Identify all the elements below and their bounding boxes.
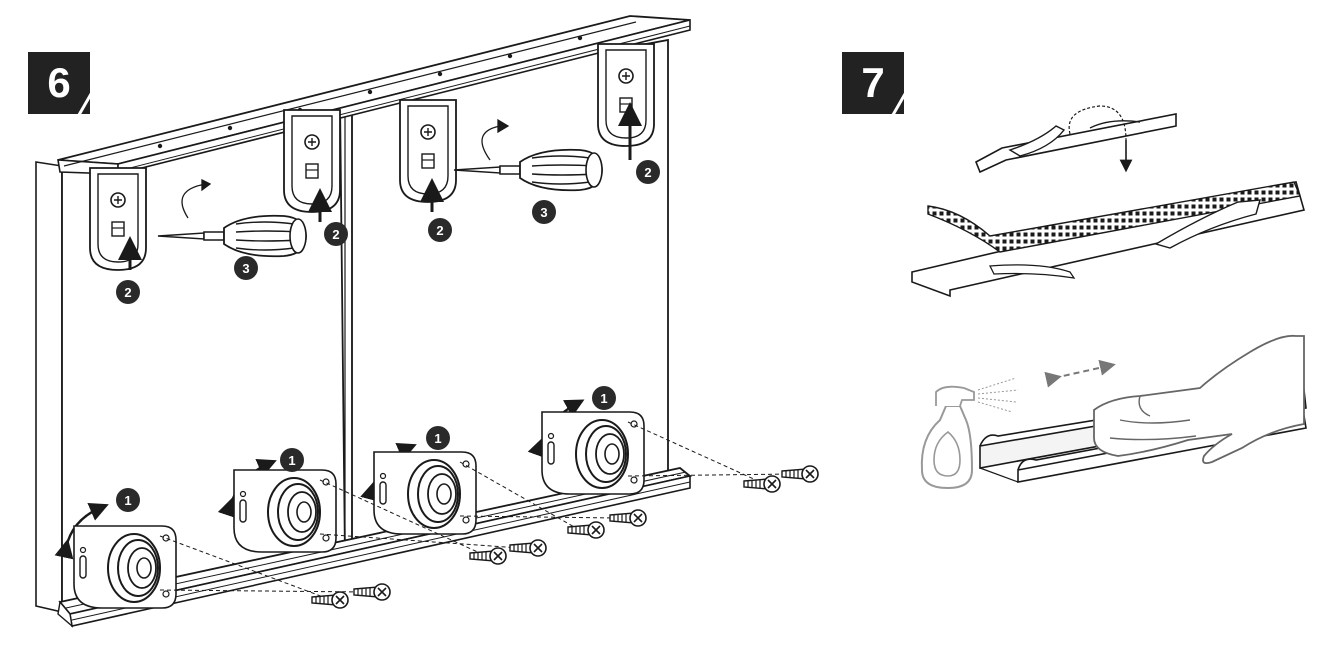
spray-bottle-icon [920,377,1019,490]
callout-label-2c: 2 [436,223,443,238]
step-7-number: 7 [861,59,885,106]
rotation-arrow-icon [181,118,510,219]
step-6-badge: 6 [28,52,90,114]
callout-label-1c: 1 [434,431,441,446]
slide-direction-arrow [1044,359,1116,388]
screw-guide-lines [159,421,795,599]
callout-2 [116,160,660,304]
push-arrow-icon [118,102,642,270]
callout-label-1d: 1 [600,391,607,406]
callout-1 [116,386,616,512]
callout-circles [116,160,660,512]
callout-label-2b: 2 [332,227,339,242]
callout-label-1a: 1 [124,493,131,508]
callout-label-3b: 3 [540,205,547,220]
callout-label-1b: 1 [288,453,295,468]
callout-labels: 1 1 1 1 2 2 2 2 3 3 [124,165,651,508]
step-7-badge: 7 [842,52,904,114]
callout-label-3a: 3 [242,261,249,276]
hand-icon [1093,334,1305,465]
top-rail [57,15,691,176]
callout-label-2d: 2 [644,165,651,180]
callout-label-2a: 2 [124,285,131,300]
track-with-tape [911,181,1306,298]
callout-3 [234,200,556,280]
clip-bracket-detail [974,105,1177,174]
step-6-number: 6 [47,59,71,106]
